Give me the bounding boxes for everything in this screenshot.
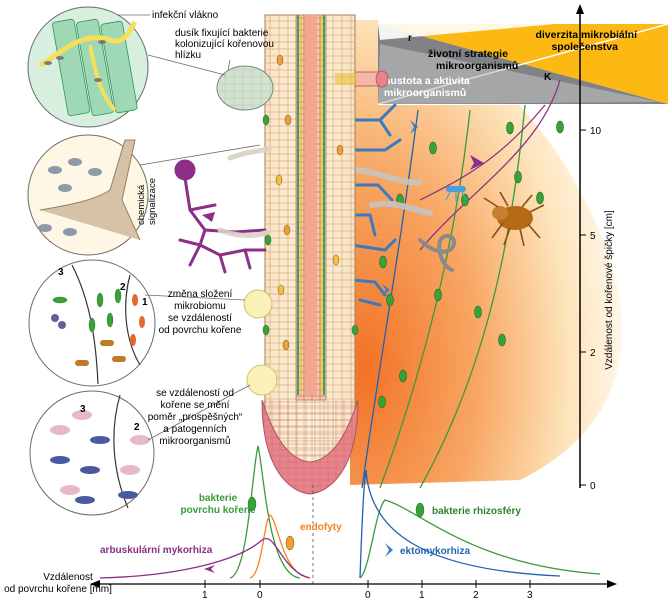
zone-b-2: 2: [134, 422, 140, 433]
arbuscular-arrowhead: [202, 212, 215, 222]
y-tick-2: 2: [590, 348, 596, 359]
endophyte-bacteria: [275, 54, 344, 351]
x-tick-right-3: 3: [527, 590, 533, 600]
y-tick-10: 10: [590, 126, 602, 137]
purple-arrowhead: [470, 155, 484, 170]
label-ectomycorrhiza: ektomykorhiza: [400, 546, 470, 557]
microbiome-line1: změna složení: [168, 289, 233, 300]
infection-thread-label: infekční vlákno: [152, 10, 219, 21]
root-nodule: [216, 65, 274, 111]
root: [216, 14, 389, 495]
curve-rhizosphere: [359, 499, 601, 579]
x-tick-left-1: 1: [202, 590, 208, 600]
chemical-signaling-line2: signalizace: [147, 178, 158, 225]
x-axis-title-line1: Vzdálenost: [43, 572, 93, 583]
zone-a-1: 1: [142, 297, 148, 308]
x-axis: 1 0 0 1 2 3 Vzdálenost od povrchu kořene…: [4, 572, 617, 600]
ectomycorrhiza-hyphae: [350, 103, 402, 307]
zone-a-3: 3: [58, 267, 64, 278]
triangle-diversity-line1: diverzita mikrobiální: [535, 29, 638, 41]
nodule-bacteria-line3: hlízku: [175, 50, 201, 61]
nodule-bacteria-line2: kolonizující kořenovou: [175, 39, 274, 50]
microbiome-line2: mikrobiomu: [174, 301, 226, 312]
root-edge-bubbles: [243, 289, 278, 396]
mite: [483, 191, 545, 247]
label-rhizosphere-bacteria: bakterie rhizosféry: [432, 506, 521, 517]
ratio-line3: poměr „prospěšných“: [148, 412, 242, 423]
springtail: [445, 186, 467, 201]
triangle-density-line2: mikroorganismů: [384, 87, 466, 99]
ecto-arrow-1: [410, 120, 418, 134]
root-xylem: [305, 15, 317, 395]
white-hyphae: [217, 145, 273, 238]
triangle-density-line1: hustota a aktivita: [384, 75, 470, 87]
label-surface-bacteria-1: bakterie: [199, 493, 238, 504]
callout-infection-thread: [27, 6, 149, 128]
y-tick-0: 0: [590, 481, 596, 492]
rhizosphere-zone: [350, 20, 622, 485]
microbiome-line4: od povrchu kořene: [159, 325, 242, 336]
triangle-strategy-line2: mikroorganismů: [436, 60, 518, 72]
x-tick-right-2: 2: [473, 590, 479, 600]
ratio-line4: a patogenních: [163, 424, 226, 435]
zone-a-2: 2: [120, 282, 126, 293]
arbuscular-hyphae: [174, 159, 267, 274]
triangle-diversity-line2: společenstva: [551, 41, 618, 53]
rhizo-green-line-1: [379, 109, 471, 489]
y-axis-title: Vzdálenost od kořenové špičky [cm]: [604, 210, 615, 370]
lateral-root: [335, 70, 389, 88]
ratio-line5: mikroorganismů: [159, 435, 230, 447]
x-axis-title-line2: od povrchu kořene [mm]: [4, 584, 112, 595]
y-axis: 0 2 5 10 Vzdálenost od kořenové špičky […: [576, 4, 615, 492]
label-endophytes: endofyty: [300, 522, 342, 533]
curve-ecto: [359, 469, 561, 579]
zone-b-3: 3: [80, 404, 86, 415]
label-arbuscular: arbuskulární mykorhiza: [100, 545, 213, 556]
triangle-k-label: K: [544, 72, 552, 83]
ratio-line1: se vzdáleností od: [156, 388, 234, 399]
triangle-r-label: r: [408, 33, 412, 44]
nematode: [418, 233, 457, 272]
x-tick-right-0: 0: [365, 590, 371, 600]
nodule-bacteria-line1: dusík fixující bakterie: [175, 28, 269, 39]
curve-markers: [204, 496, 425, 573]
triangle-legend: diverzita mikrobiální společenstva život…: [377, 10, 669, 105]
triangle-strategy-line1: životní strategie: [428, 48, 508, 60]
bottom-curves: [99, 445, 601, 579]
y-tick-5: 5: [590, 231, 596, 242]
surface-bacteria: [262, 114, 359, 336]
rhizo-green-line-2: [419, 104, 526, 489]
label-surface-bacteria-2: povrchu kořene: [180, 505, 255, 516]
rhizo-purple-line-2: [419, 104, 546, 201]
x-tick-right-1: 1: [419, 590, 425, 600]
curve-arbuscular: [99, 537, 311, 579]
gray-hyphae: [347, 167, 433, 216]
x-tick-left-0: 0: [257, 590, 263, 600]
ecto-arrow-2: [382, 284, 390, 296]
callout-microbiome: 3 2 1: [28, 259, 156, 387]
ratio-line2: kořene se mění: [161, 400, 230, 411]
leader-lines: [118, 14, 261, 441]
chemical-signaling-line1: chemická: [136, 184, 147, 225]
microbiome-line3: se vzdáleností: [168, 313, 232, 324]
rhizo-purple-line: [419, 79, 561, 251]
callout-chemical-signaling: chemická signalizace: [27, 134, 158, 256]
curve-endophytes: [249, 514, 311, 579]
callout-pathogen-ratio: 3 2: [29, 390, 155, 516]
triangle-white-wedge: [378, 24, 555, 40]
